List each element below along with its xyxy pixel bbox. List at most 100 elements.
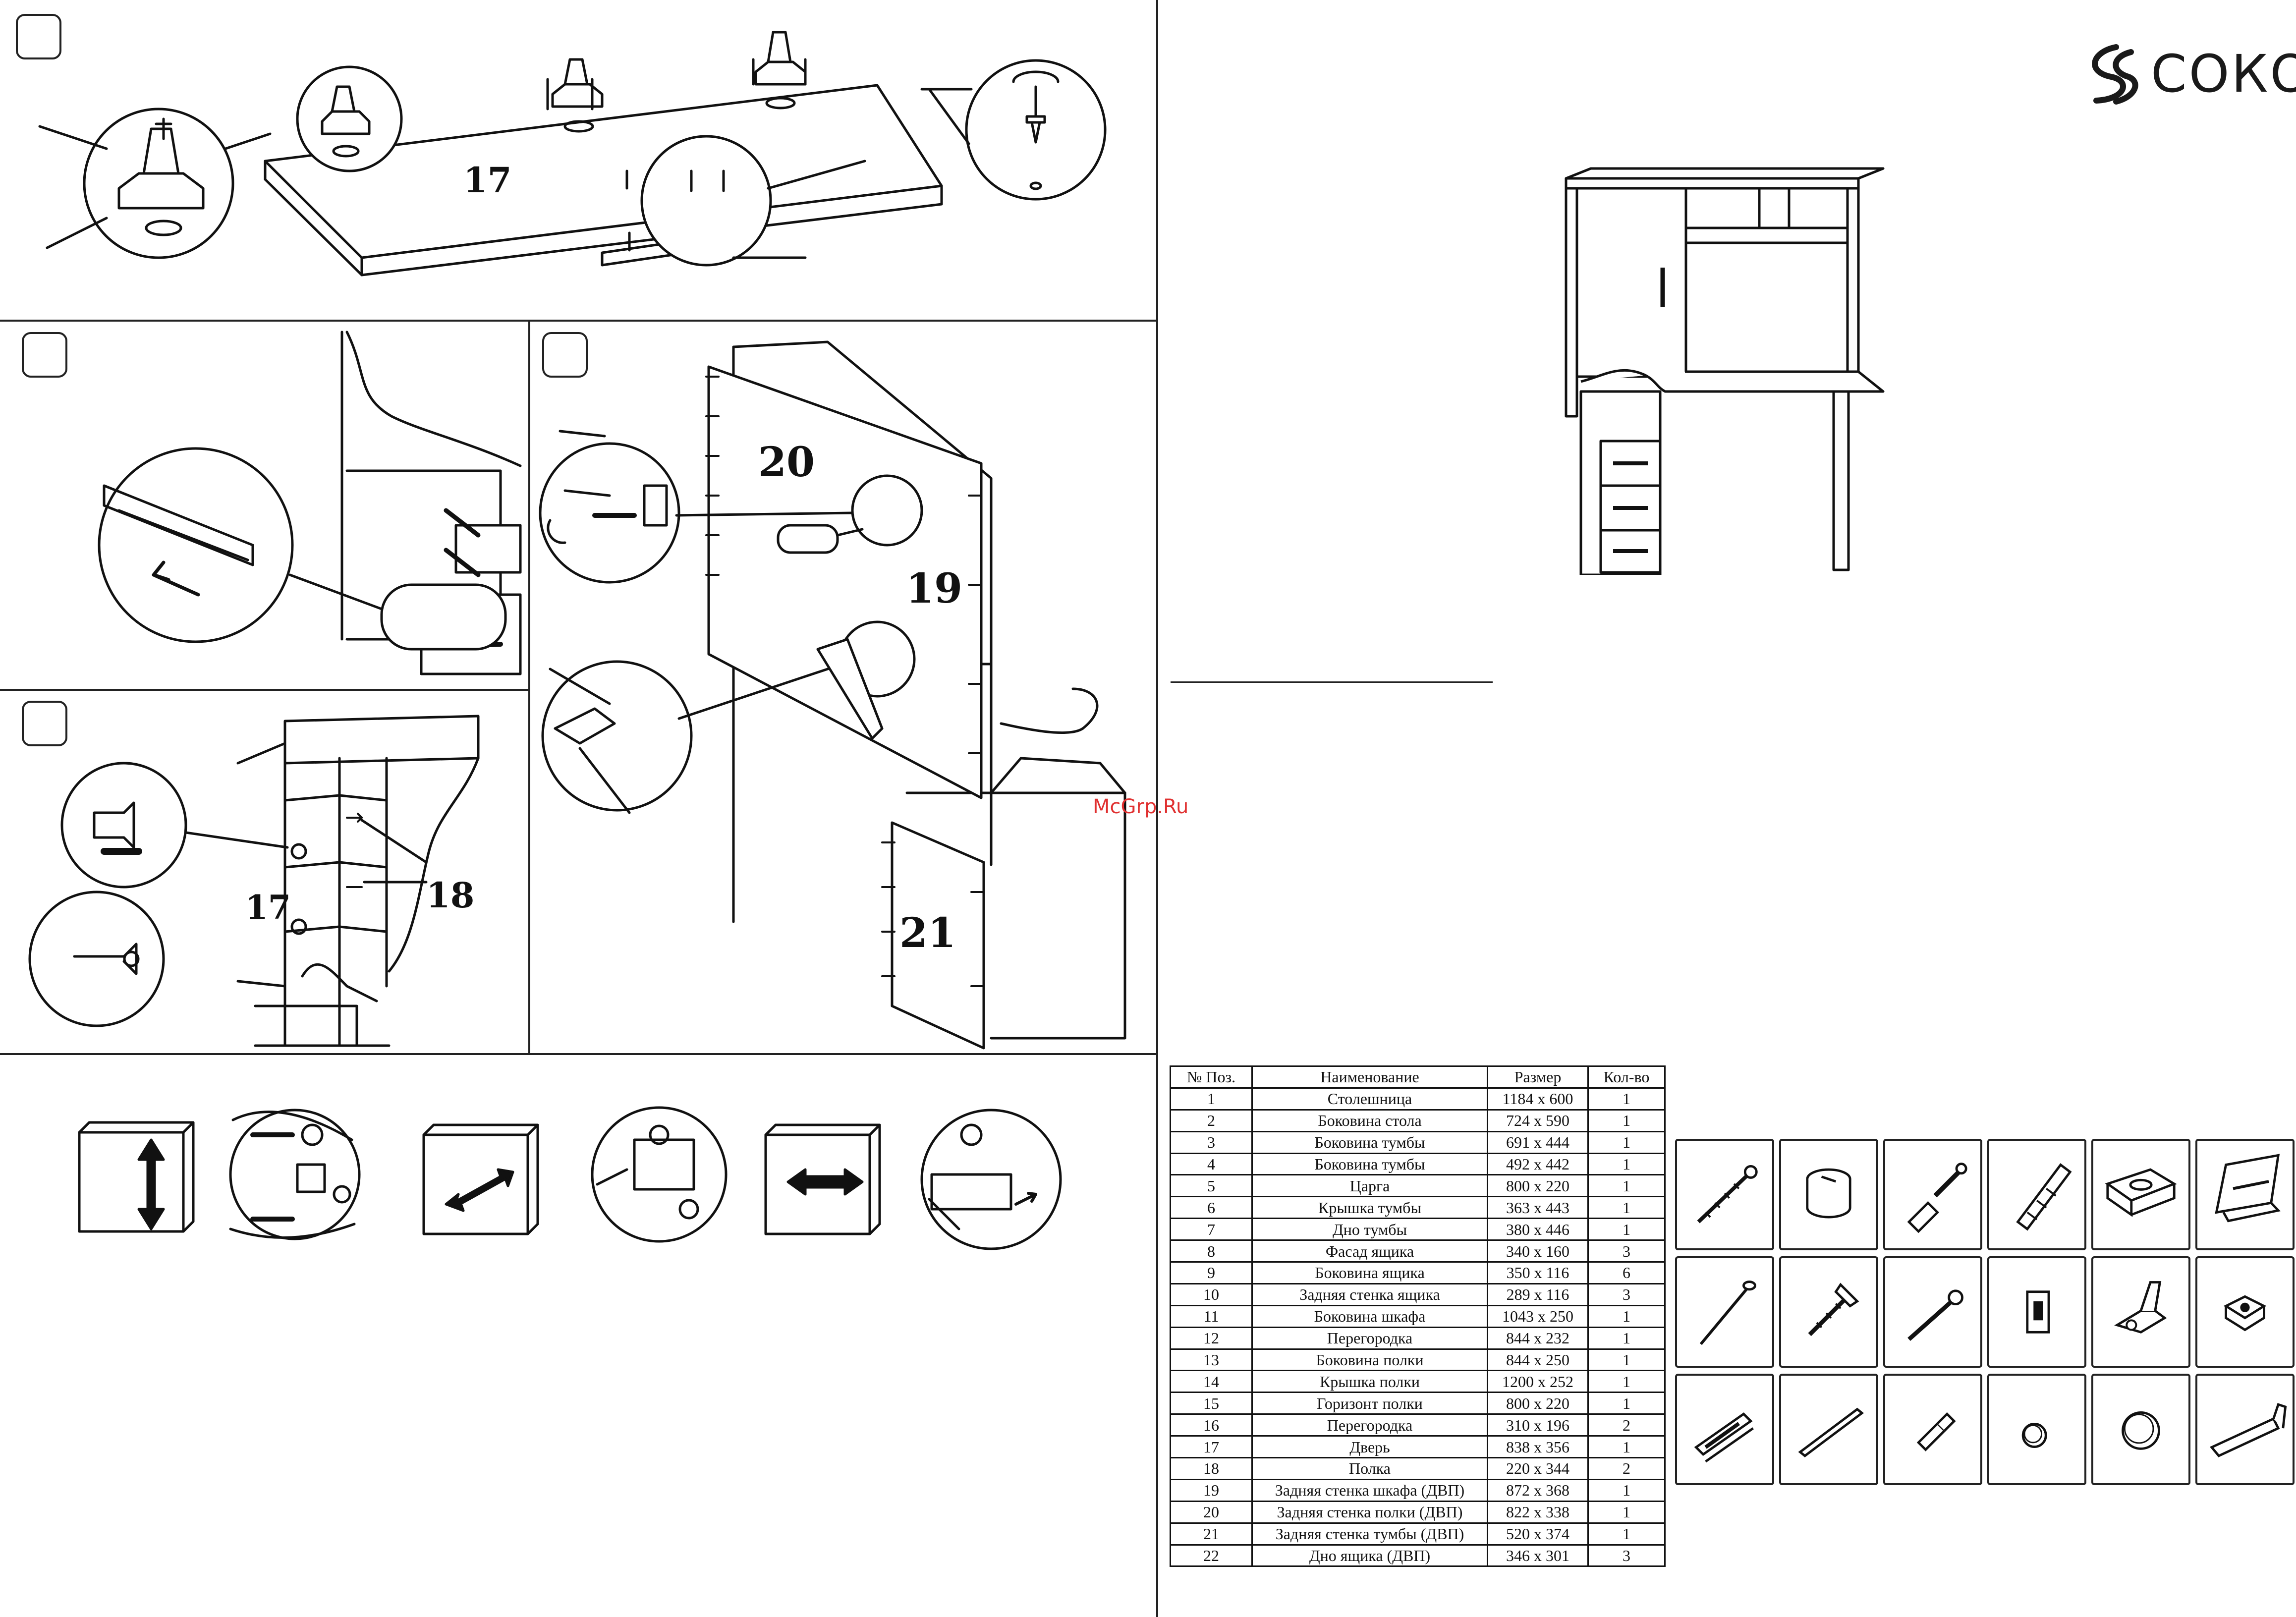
cell-quantity: 2 bbox=[1587, 1413, 1666, 1437]
cell-size: 872 х 368 bbox=[1487, 1478, 1589, 1502]
cell-name: Перегородка bbox=[1251, 1326, 1488, 1350]
hardware-grid bbox=[1675, 1139, 2295, 1485]
cell-name: Горизонт полки bbox=[1251, 1392, 1488, 1415]
furniture-hinge-icon bbox=[2114, 1281, 2167, 1334]
cell-quantity: 1 bbox=[1587, 1130, 1666, 1154]
table-header-row: № Поз. Наименование Размер Кол-во bbox=[1170, 1065, 1666, 1089]
cell-name: Царга bbox=[1251, 1174, 1488, 1198]
wood-screw-icon bbox=[1808, 1282, 1859, 1337]
column-header-name: Наименование bbox=[1251, 1065, 1488, 1089]
column-header-position: № Поз. bbox=[1170, 1065, 1253, 1089]
hardware-cell bbox=[1987, 1139, 2086, 1250]
hardware-cell bbox=[1675, 1374, 1774, 1485]
cell-size: 691 х 444 bbox=[1487, 1130, 1589, 1154]
part-label-20: 20 bbox=[758, 439, 815, 486]
cell-position: 18 bbox=[1170, 1457, 1253, 1480]
part-label-17-tabletop: 17 bbox=[463, 160, 512, 201]
cell-quantity: 1 bbox=[1587, 1152, 1666, 1176]
eccentric-cam-icon bbox=[1806, 1168, 1851, 1219]
cam-bolt-icon bbox=[1907, 1163, 1967, 1233]
cell-quantity: 1 bbox=[1587, 1087, 1666, 1111]
hinge-top-1 bbox=[546, 58, 604, 111]
hinge-mount-icon bbox=[2223, 1295, 2267, 1332]
cell-size: 1184 х 600 bbox=[1487, 1087, 1589, 1111]
tabletop-panel bbox=[264, 84, 943, 277]
cell-size: 844 х 232 bbox=[1487, 1326, 1589, 1350]
hinge-plate-icon bbox=[2026, 1290, 2050, 1334]
cell-name: Боковина полки bbox=[1251, 1348, 1488, 1372]
cell-position: 16 bbox=[1170, 1413, 1253, 1437]
cell-name: Боковина ящика bbox=[1251, 1261, 1488, 1284]
cell-size: 346 х 301 bbox=[1487, 1544, 1589, 1567]
brand-logo-icon bbox=[2092, 44, 2138, 105]
wooden-dowel-icon bbox=[2016, 1163, 2072, 1231]
cell-size: 220 х 344 bbox=[1487, 1457, 1589, 1480]
hardware-cell bbox=[1779, 1139, 1878, 1250]
cell-name: Фасад ящика bbox=[1251, 1239, 1488, 1263]
watermark-text: McGrp.Ru bbox=[1093, 795, 1189, 818]
part-label-19: 19 bbox=[906, 565, 963, 613]
cell-name: Полка bbox=[1251, 1457, 1488, 1480]
hardware-cell bbox=[2195, 1374, 2295, 1485]
cell-quantity: 1 bbox=[1587, 1435, 1666, 1459]
cell-position: 15 bbox=[1170, 1392, 1253, 1415]
cell-quantity: 1 bbox=[1587, 1500, 1666, 1524]
cell-position: 13 bbox=[1170, 1348, 1253, 1372]
hardware-cell bbox=[1987, 1374, 2086, 1485]
cell-name: Задняя стенка тумбы (ДВП) bbox=[1251, 1522, 1488, 1546]
hardware-cell bbox=[1779, 1256, 1878, 1368]
cell-name: Боковина шкафа bbox=[1251, 1304, 1488, 1328]
cell-position: 17 bbox=[1170, 1435, 1253, 1459]
cell-size: 800 х 220 bbox=[1487, 1174, 1589, 1198]
cell-name: Столешница bbox=[1251, 1087, 1488, 1111]
cell-position: 8 bbox=[1170, 1239, 1253, 1263]
caption-underline bbox=[1171, 681, 1493, 683]
vertical-divider bbox=[1156, 0, 1158, 1617]
cell-quantity: 1 bbox=[1587, 1392, 1666, 1415]
cell-size: 800 х 220 bbox=[1487, 1392, 1589, 1415]
column-header-size: Размер bbox=[1487, 1065, 1589, 1089]
cell-position: 19 bbox=[1170, 1478, 1253, 1502]
cell-size: 838 х 356 bbox=[1487, 1435, 1589, 1459]
cap-large-icon bbox=[2122, 1411, 2160, 1450]
horizontal-divider-3 bbox=[0, 1053, 1157, 1055]
cell-position: 5 bbox=[1170, 1174, 1253, 1198]
step-box-3 bbox=[542, 332, 588, 378]
hardware-cell bbox=[2091, 1374, 2190, 1485]
hardware-cell bbox=[2091, 1256, 2190, 1368]
cap-small-icon bbox=[2021, 1423, 2047, 1448]
hardware-cell bbox=[1883, 1374, 1982, 1485]
cell-position: 2 bbox=[1170, 1109, 1253, 1132]
cell-name: Задняя стенка ящика bbox=[1251, 1282, 1488, 1306]
desk-product-illustration bbox=[1565, 167, 1885, 575]
shelf-pin-icon bbox=[1916, 1412, 1956, 1451]
confirmat-screw-icon bbox=[1697, 1165, 1758, 1224]
cell-quantity: 1 bbox=[1587, 1348, 1666, 1372]
parts-table: № Поз. Наименование Размер Кол-во 1 Столе… bbox=[1170, 1065, 1666, 1567]
cell-position: 9 bbox=[1170, 1261, 1253, 1284]
cell-name: Задняя стенка шкафа (ДВП) bbox=[1251, 1478, 1488, 1502]
cell-size: 340 х 160 bbox=[1487, 1239, 1589, 1263]
step-box-4 bbox=[22, 701, 67, 746]
cell-size: 844 х 250 bbox=[1487, 1348, 1589, 1372]
cell-name: Задняя стенка полки (ДВП) bbox=[1251, 1500, 1488, 1524]
hardware-cell bbox=[1779, 1374, 1878, 1485]
cell-quantity: 6 bbox=[1587, 1261, 1666, 1284]
cell-name: Перегородка bbox=[1251, 1413, 1488, 1437]
horizontal-divider-2 bbox=[0, 689, 529, 691]
cell-quantity: 1 bbox=[1587, 1174, 1666, 1198]
cell-quantity: 1 bbox=[1587, 1326, 1666, 1350]
cell-position: 12 bbox=[1170, 1326, 1253, 1350]
cell-size: 1200 х 252 bbox=[1487, 1370, 1589, 1394]
